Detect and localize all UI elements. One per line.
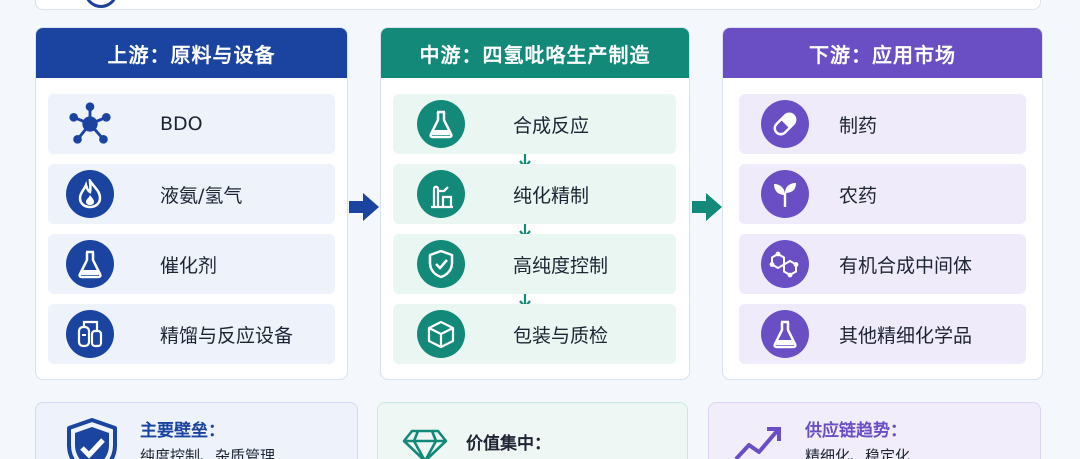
downstream-item-label: 有机合成中间体: [839, 254, 973, 277]
midstream-panel: 中游：四氢吡咯生产制造 合成反应 纯化精制: [380, 27, 690, 380]
upstream-panel: 上游：原料与设备 BDO: [35, 27, 348, 380]
trend-title: 供应链趋势：: [805, 421, 907, 441]
barriers-card: 主要壁垒： 纯度控制、杂质管理: [35, 402, 358, 459]
value-title: 价值集中：: [466, 434, 551, 454]
molecule-icon: [66, 100, 114, 148]
upstream-item-label: 催化剂: [160, 254, 218, 277]
downstream-panel: 下游：应用市场 制药 农药: [722, 27, 1043, 380]
tank-icon: [66, 310, 114, 358]
upstream-item-label: BDO: [160, 113, 203, 135]
upstream-title: 上游：原料与设备: [36, 28, 347, 78]
upstream-item-catalyst: 催化剂: [48, 234, 335, 294]
value-card: 价值集中：: [377, 402, 688, 459]
trend-card: 供应链趋势： 精细化、稳定化: [708, 402, 1041, 459]
midstream-item-packaging: 包装与质检: [393, 304, 676, 364]
flask-icon: [417, 100, 465, 148]
downstream-item-label: 制药: [839, 114, 878, 137]
downstream-item-label: 农药: [839, 184, 878, 207]
upstream-item-equipment: 精馏与反应设备: [48, 304, 335, 364]
midstream-title: 中游：四氢吡咯生产制造: [381, 28, 689, 78]
downstream-item-intermediate: 有机合成中间体: [739, 234, 1026, 294]
downstream-item-fine-chem: 其他精细化学品: [739, 304, 1026, 364]
midstream-item-label: 高纯度控制: [513, 254, 609, 277]
barriers-title: 主要壁垒：: [140, 421, 225, 441]
distillation-icon: [417, 170, 465, 218]
diamond-icon: [402, 429, 448, 459]
barriers-subtitle: 纯度控制、杂质管理: [140, 447, 276, 459]
hexagon-molecule-icon: [761, 240, 809, 288]
trend-up-icon: [734, 427, 781, 459]
upstream-item-label: 液氨/氢气: [160, 184, 243, 207]
top-banner: [35, 0, 1041, 10]
shield-check-icon: [417, 240, 465, 288]
upstream-item-label: 精馏与反应设备: [160, 324, 294, 347]
midstream-item-synthesis: 合成反应: [393, 94, 676, 154]
midstream-item-label: 纯化精制: [513, 184, 590, 207]
arrow-right-icon: [692, 193, 722, 221]
arrow-right-icon: [349, 193, 379, 221]
midstream-item-label: 包装与质检: [513, 324, 609, 347]
upstream-item-gas: 液氨/氢气: [48, 164, 335, 224]
flame-icon: [66, 170, 114, 218]
downstream-item-label: 其他精细化学品: [839, 324, 973, 347]
midstream-item-purification: 纯化精制: [393, 164, 676, 224]
trend-subtitle: 精细化、稳定化: [805, 447, 911, 459]
flask-icon: [66, 240, 114, 288]
downstream-item-pharma: 制药: [739, 94, 1026, 154]
shield-check-icon: [67, 418, 117, 459]
downstream-item-pesticide: 农药: [739, 164, 1026, 224]
leaf-icon: [761, 170, 809, 218]
midstream-item-purity: 高纯度控制: [393, 234, 676, 294]
box-icon: [417, 310, 465, 358]
flask-icon: [761, 310, 809, 358]
pill-icon: [761, 100, 809, 148]
upstream-item-bdo: BDO: [48, 94, 335, 154]
downstream-title: 下游：应用市场: [723, 28, 1042, 78]
midstream-item-label: 合成反应: [513, 114, 590, 137]
